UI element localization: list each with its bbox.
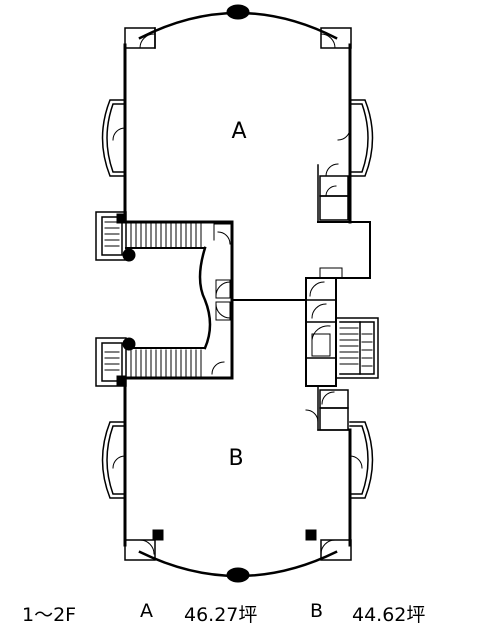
- right-stair: [335, 317, 379, 379]
- upper-stair: [95, 211, 234, 302]
- column-top: [226, 4, 250, 20]
- atrium: [198, 246, 307, 380]
- column-b-right: [305, 529, 317, 541]
- stair-post-round-lower: [122, 337, 136, 351]
- lower-stair: [95, 337, 234, 387]
- unit-a-bay-windows: [101, 99, 374, 177]
- upper-stair-treads: [104, 221, 202, 248]
- unit-b-corners: [124, 539, 352, 561]
- stair-post: [116, 213, 127, 224]
- right-stair-treads: [339, 327, 373, 367]
- area-caption: 1～2F A 46.27坪 B 44.62坪: [22, 600, 472, 630]
- unit-a-area: 46.27坪: [184, 604, 258, 626]
- unit-a-label: A: [231, 119, 246, 144]
- column-bottom: [226, 567, 250, 583]
- unit-a-outline: [123, 11, 371, 279]
- unit-b-closets: [305, 389, 349, 431]
- core-doors: [309, 281, 331, 357]
- unit-a-closets: [319, 163, 349, 221]
- unit-b-area: 44.62坪: [352, 604, 426, 626]
- atrium-doors: [215, 279, 231, 321]
- stair-post-round: [122, 248, 136, 262]
- unit-b-label: B: [228, 446, 243, 471]
- floors-label: 1～2F: [22, 604, 77, 626]
- unit-b-name: B: [310, 600, 324, 622]
- unit-b-bay-windows: [101, 421, 374, 499]
- unit-a-name: A: [140, 600, 153, 622]
- floor-plan: A B: [95, 4, 379, 583]
- unit-a-corners: [124, 27, 352, 49]
- core: [305, 267, 343, 387]
- column-b-left: [152, 529, 164, 541]
- lower-stair-treads: [104, 349, 202, 377]
- unit-b-outline: [123, 376, 352, 578]
